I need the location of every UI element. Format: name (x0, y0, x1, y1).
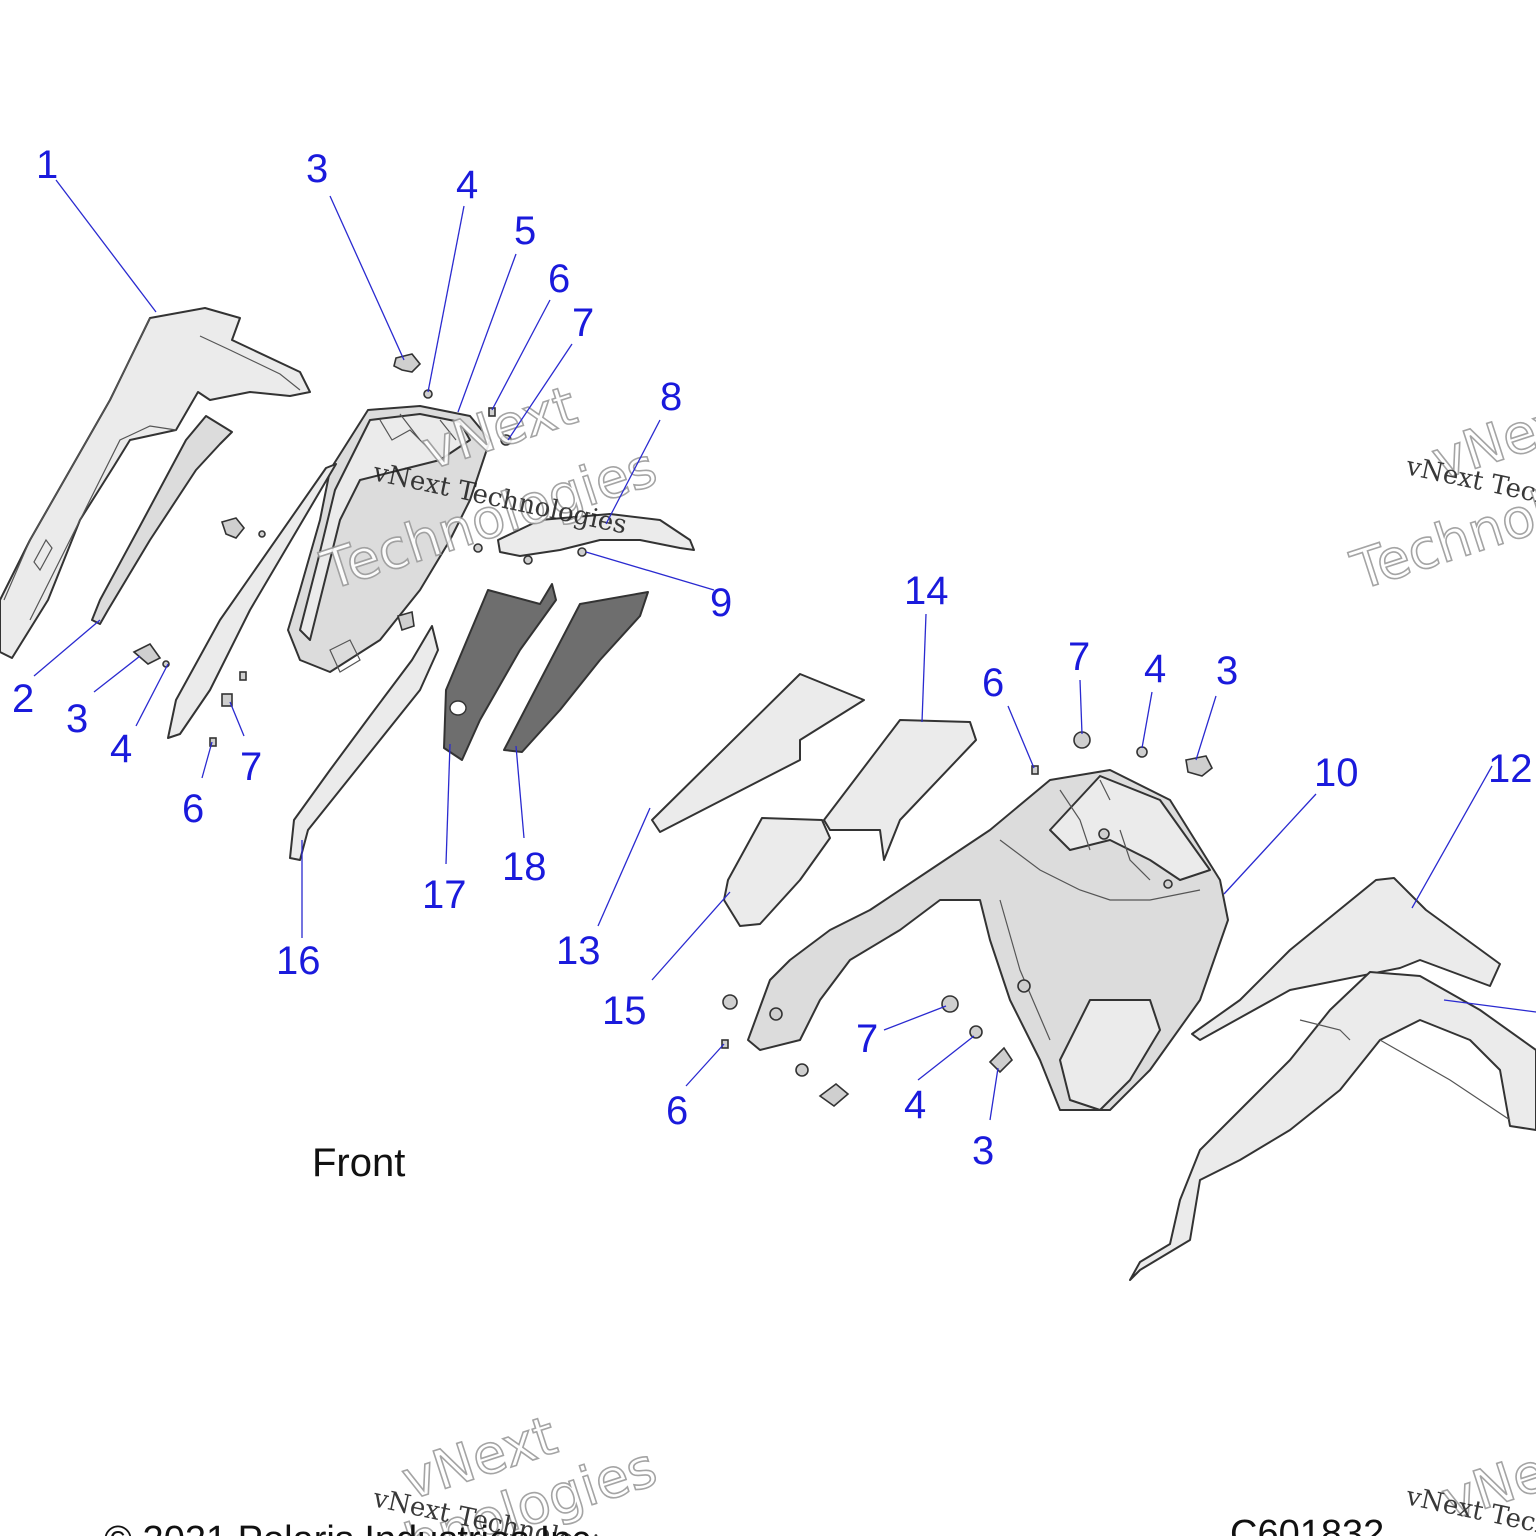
part-10-rear-fender (747, 769, 1229, 1111)
callout-3-bottom: 3 (972, 1129, 994, 1173)
callout-13: 13 (556, 929, 601, 973)
part-16-panel (289, 625, 439, 861)
callouts: 1 2 3 3 3 3 4 4 4 4 5 6 6 6 6 7 7 7 7 8 … (12, 143, 1533, 1173)
callout-3-top: 3 (306, 147, 328, 191)
part-18-dark-panel (503, 591, 649, 753)
callout-7-top: 7 (572, 301, 594, 345)
callout-4-top: 4 (456, 163, 478, 207)
callout-14: 14 (904, 569, 949, 613)
callout-4-left: 4 (110, 727, 132, 771)
callout-15: 15 (602, 989, 647, 1033)
callout-10: 10 (1314, 751, 1359, 795)
diagram-code: C601832 (1230, 1513, 1384, 1536)
part-12-rear-trim (1191, 877, 1501, 1041)
callout-5: 5 (514, 209, 536, 253)
callout-6-top: 6 (548, 257, 570, 301)
hardware-front (132, 353, 587, 747)
callout-3-right: 3 (1216, 649, 1238, 693)
part-14-panel (823, 719, 977, 861)
callout-6-bottom: 6 (666, 1089, 688, 1133)
callout-7-bottom: 7 (856, 1017, 878, 1061)
callout-16: 16 (276, 939, 321, 983)
callout-18: 18 (502, 845, 547, 889)
callout-6-right: 6 (982, 661, 1004, 705)
callout-4-right: 4 (1144, 647, 1166, 691)
callout-7-right: 7 (1068, 635, 1090, 679)
callout-12: 12 (1488, 747, 1533, 791)
part-17-dark-panel (443, 583, 557, 761)
callout-6-left: 6 (182, 787, 204, 831)
callout-3-left: 3 (66, 697, 88, 741)
copyright-footer: © 2021 Polaris Industries Inc. (104, 1519, 601, 1536)
part-5-inner-fender (167, 405, 491, 739)
hardware-rear (721, 731, 1214, 1108)
part-11-rear-side-panel (1129, 971, 1536, 1281)
part-15-panel (723, 817, 831, 927)
part-13-trim (651, 673, 865, 833)
callout-8: 8 (660, 375, 682, 419)
front-label: Front (312, 1141, 405, 1185)
callout-2: 2 (12, 677, 34, 721)
callout-7-left: 7 (240, 745, 262, 789)
leader-lines (33, 179, 1536, 1121)
callout-4-bottom: 4 (904, 1083, 926, 1127)
callout-1: 1 (36, 143, 58, 187)
part-8-fender-extension (497, 513, 695, 557)
callout-17: 17 (422, 873, 467, 917)
part-2-trim-strip (91, 415, 233, 625)
part-1-side-panel (0, 307, 311, 659)
callout-9: 9 (710, 581, 732, 625)
